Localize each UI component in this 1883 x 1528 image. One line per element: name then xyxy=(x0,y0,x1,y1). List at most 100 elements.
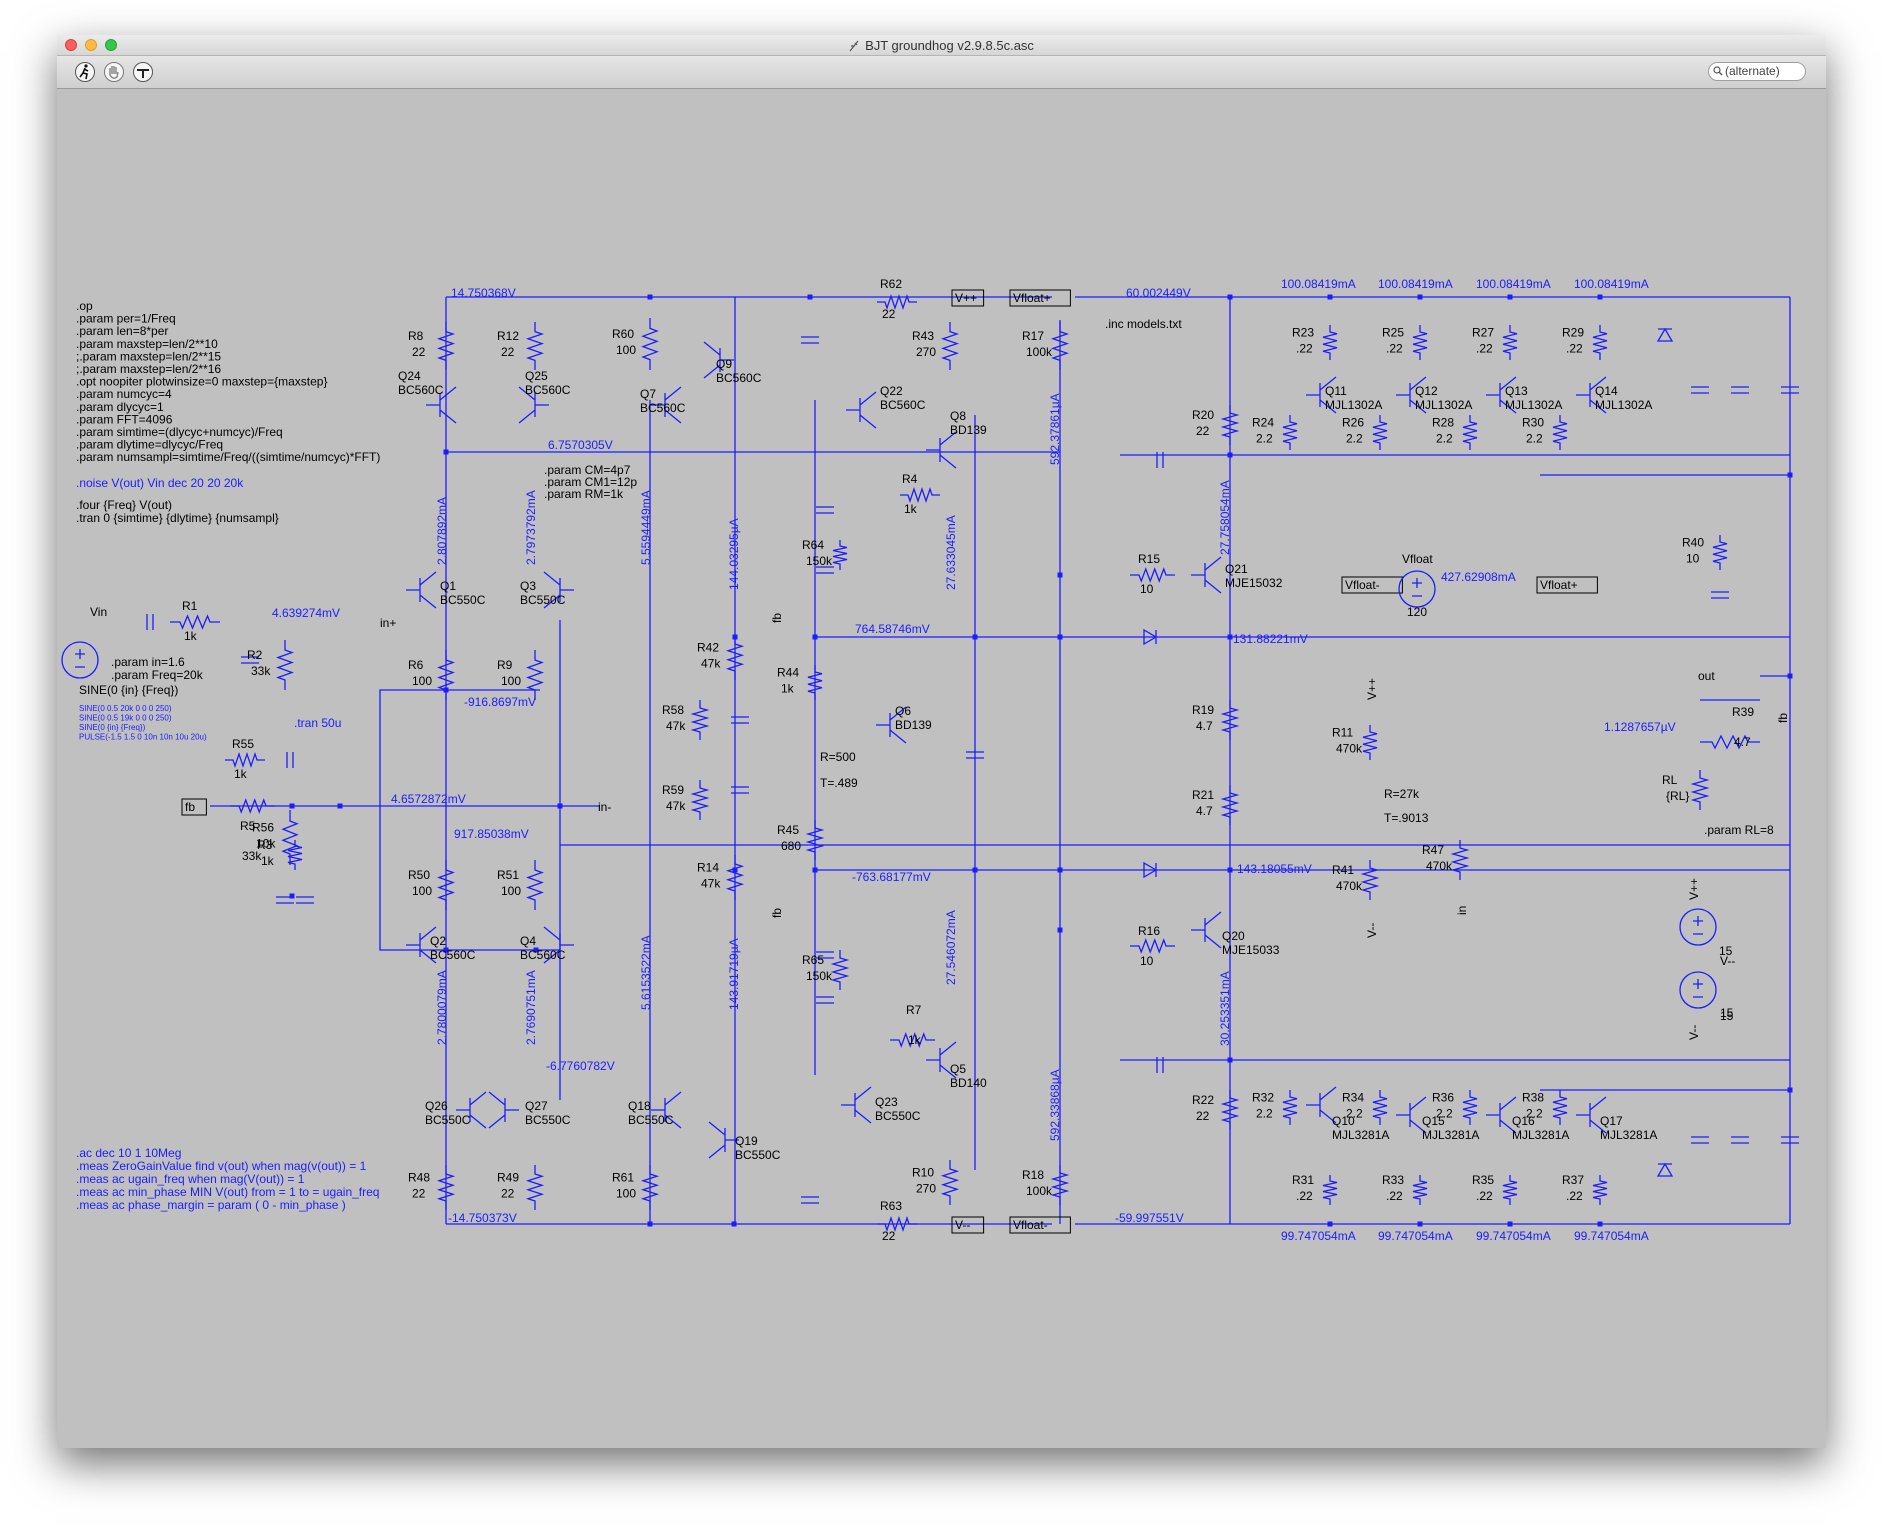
resistor-R18[interactable] xyxy=(1050,1165,1070,1205)
resistor-R28[interactable] xyxy=(1462,415,1478,450)
resistor-R10[interactable] xyxy=(940,1160,960,1205)
transistor-Q12[interactable] xyxy=(1396,376,1427,414)
resistor-R32[interactable] xyxy=(1282,1090,1298,1125)
resistor-R35[interactable] xyxy=(1502,1175,1518,1205)
search-field[interactable]: (alternate) xyxy=(1708,62,1806,81)
resistor-R6[interactable] xyxy=(437,650,455,700)
resistor-R47[interactable] xyxy=(1450,840,1470,880)
resistor-R8[interactable] xyxy=(436,322,456,370)
resistor-R50[interactable] xyxy=(437,860,455,910)
resistor-R9[interactable] xyxy=(526,650,544,700)
transistor-Q26[interactable] xyxy=(456,1091,487,1129)
resistor-R4[interactable] xyxy=(900,486,940,504)
capacitor-C13[interactable] xyxy=(1731,1136,1749,1144)
transistor-Q24[interactable] xyxy=(426,386,457,424)
resistor-R16[interactable] xyxy=(1130,938,1175,954)
resistor-R1[interactable] xyxy=(170,614,220,630)
resistor-R63[interactable] xyxy=(877,1215,917,1233)
resistor-R37[interactable] xyxy=(1592,1175,1608,1205)
resistor-R12[interactable] xyxy=(525,322,545,370)
transistor-Q9[interactable] xyxy=(703,341,734,379)
resistor-R43[interactable] xyxy=(940,322,960,370)
transistor-Q27[interactable] xyxy=(488,1091,519,1129)
resistor-R45[interactable] xyxy=(805,820,825,860)
resistor-R26[interactable] xyxy=(1372,415,1388,450)
transistor-Q25[interactable] xyxy=(518,386,549,424)
resistor-R5[interactable] xyxy=(230,798,275,814)
resistor-R60[interactable] xyxy=(641,318,659,370)
resistor-R21[interactable] xyxy=(1220,785,1240,825)
transistor-Q19[interactable] xyxy=(708,1121,739,1159)
capacitor-C21[interactable] xyxy=(816,951,834,959)
close-button[interactable] xyxy=(65,39,77,51)
title-bar[interactable]: BJT groundhog v2.9.8.5c.asc xyxy=(57,35,1826,56)
run-icon[interactable] xyxy=(73,61,97,83)
transistor-Q2[interactable] xyxy=(406,926,437,964)
transistor-Q16[interactable] xyxy=(1486,1096,1517,1134)
capacitor-C7[interactable] xyxy=(966,751,984,759)
capacitor-C10[interactable] xyxy=(1731,386,1749,394)
resistor-R31[interactable] xyxy=(1322,1175,1338,1205)
resistor-R48[interactable] xyxy=(436,1165,456,1210)
resistor-R56[interactable] xyxy=(281,810,299,865)
resistor-R30[interactable] xyxy=(1552,415,1568,450)
transistor-Q8[interactable] xyxy=(926,431,957,469)
resistor-R33[interactable] xyxy=(1412,1175,1428,1205)
transistor-Q1[interactable] xyxy=(406,571,437,609)
resistor-R27[interactable] xyxy=(1502,325,1518,360)
source-vfloat[interactable] xyxy=(1398,570,1436,608)
resistor-R40[interactable] xyxy=(1712,535,1728,570)
capacitor-C18[interactable] xyxy=(816,506,834,514)
resistor-R11[interactable] xyxy=(1362,725,1378,760)
resistor-R59[interactable] xyxy=(690,780,710,820)
capacitor-C20[interactable] xyxy=(816,566,834,574)
resistor-R34[interactable] xyxy=(1372,1090,1388,1125)
transistor-Q22[interactable] xyxy=(846,391,877,429)
transistor-Q6[interactable] xyxy=(876,706,907,744)
transistor-Q17[interactable] xyxy=(1576,1096,1607,1134)
resistor-R29[interactable] xyxy=(1592,325,1608,360)
capacitor-C19[interactable] xyxy=(801,1196,819,1204)
schematic-canvas[interactable]: R822R1222R60100R43270R17100kR6100R9100R2… xyxy=(57,88,1826,1448)
resistor-R19[interactable] xyxy=(1220,700,1240,740)
capacitor-C12[interactable] xyxy=(1781,386,1799,394)
resistor-R17[interactable] xyxy=(1050,322,1070,370)
resistor-R41[interactable] xyxy=(1360,860,1380,900)
resistor-R38[interactable] xyxy=(1552,1090,1568,1125)
capacitor-C8[interactable] xyxy=(731,716,749,724)
capacitor-C4[interactable] xyxy=(816,996,834,1004)
capacitor-C23[interactable] xyxy=(1156,1057,1164,1073)
capacitor-C1[interactable] xyxy=(146,614,154,630)
capacitor-C5[interactable] xyxy=(801,336,819,344)
source-vmm[interactable] xyxy=(1679,971,1717,1009)
transistor-Q18[interactable] xyxy=(651,1091,682,1129)
minimize-button[interactable] xyxy=(85,39,97,51)
resistor-R3[interactable] xyxy=(287,840,303,870)
transistor-Q4[interactable] xyxy=(543,926,574,964)
resistor-R23[interactable] xyxy=(1322,325,1338,360)
capacitor-C9[interactable] xyxy=(731,786,749,794)
resistor-R25[interactable] xyxy=(1412,325,1428,360)
capacitor-C15[interactable] xyxy=(1781,1136,1799,1144)
capacitor-C3[interactable] xyxy=(286,752,294,768)
resistor-RL[interactable] xyxy=(1690,770,1710,810)
resistor-R65[interactable] xyxy=(830,950,850,990)
resistor-R15[interactable] xyxy=(1130,567,1175,583)
resistor-R51[interactable] xyxy=(526,860,544,910)
resistor-R55[interactable] xyxy=(225,751,265,769)
transistor-Q21[interactable] xyxy=(1191,556,1222,594)
transistor-Q3[interactable] xyxy=(543,571,574,609)
resistor-R44[interactable] xyxy=(807,665,823,700)
resistor-R2[interactable] xyxy=(276,640,294,690)
zoom-button[interactable] xyxy=(105,39,117,51)
resistor-R61[interactable] xyxy=(640,1165,660,1210)
transistor-Q5[interactable] xyxy=(926,1041,957,1079)
source-vin[interactable] xyxy=(61,641,99,679)
diode-D7[interactable] xyxy=(1656,327,1674,342)
transistor-Q11[interactable] xyxy=(1306,376,1337,414)
resistor-R64[interactable] xyxy=(832,540,848,570)
transistor-Q10[interactable] xyxy=(1306,1086,1337,1124)
resistor-R62[interactable] xyxy=(877,293,917,311)
transistor-Q23[interactable] xyxy=(841,1086,872,1124)
transistor-Q13[interactable] xyxy=(1486,376,1517,414)
